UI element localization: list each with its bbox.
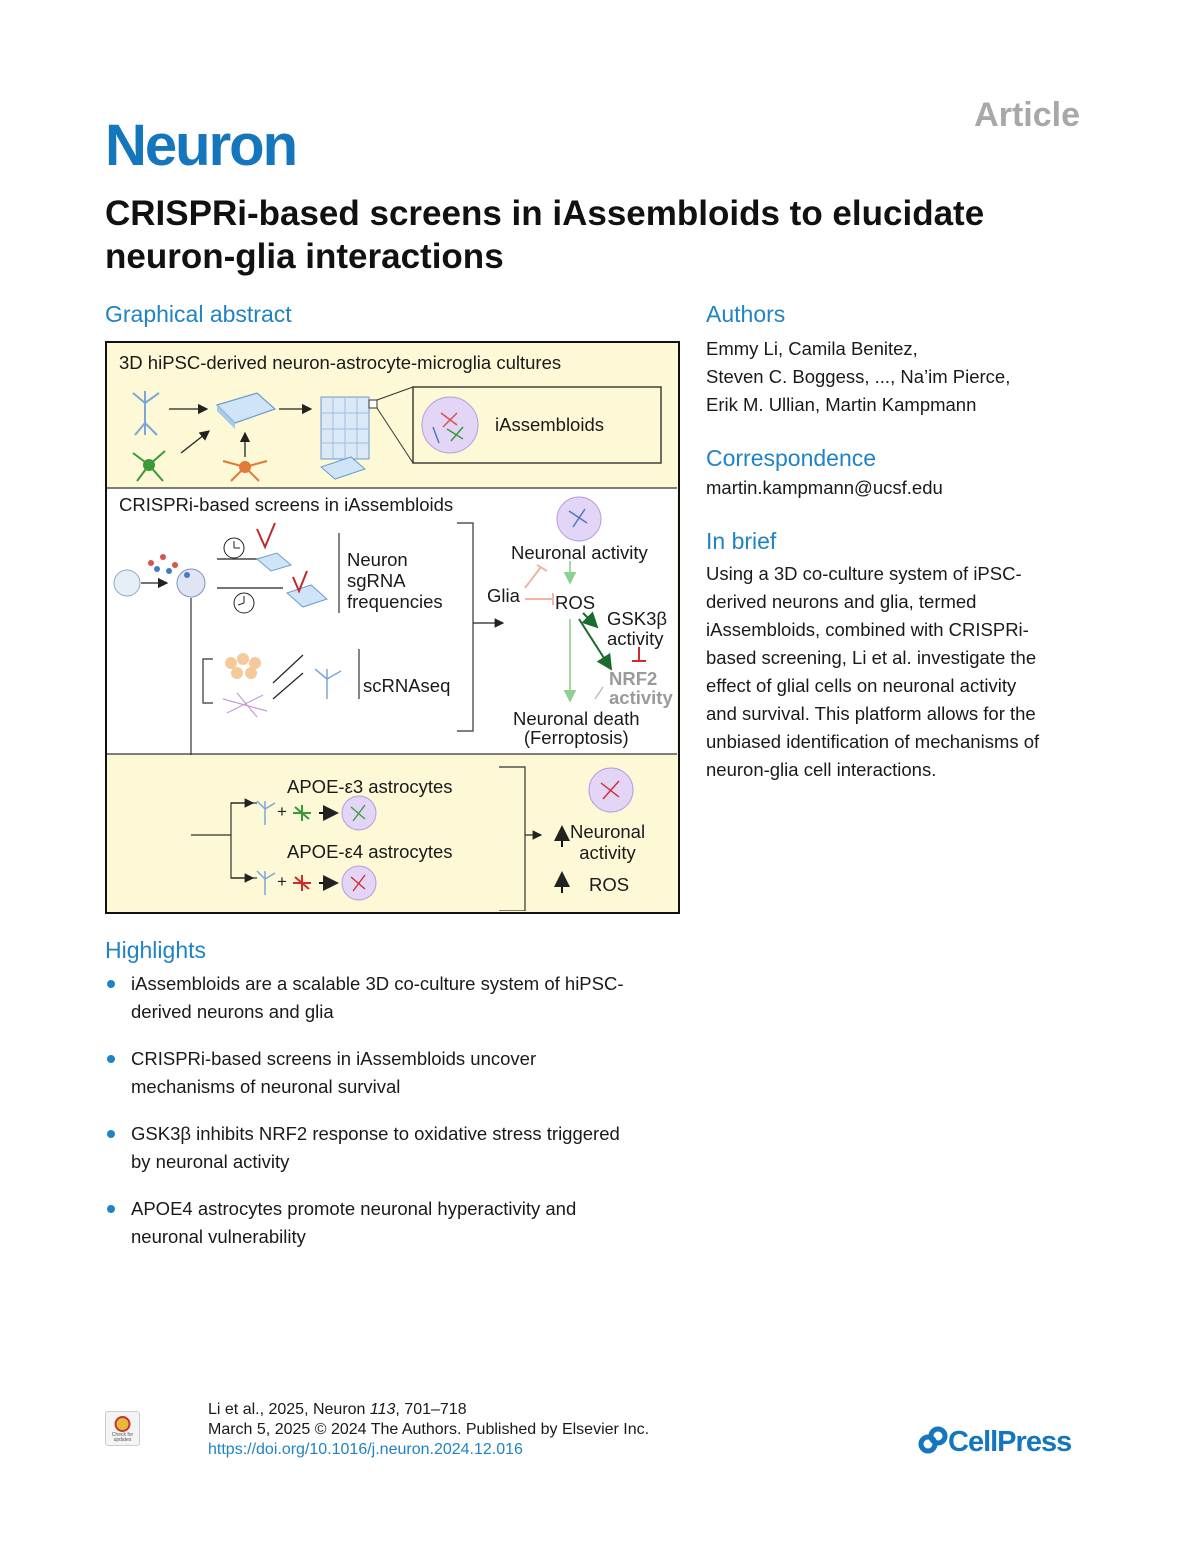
citation-volume: 113 xyxy=(369,1401,396,1418)
glia-network-icon xyxy=(222,692,268,718)
panel2-title: CRISPRi-based screens in iAssembloids xyxy=(119,494,454,515)
svg-text:+: + xyxy=(277,802,287,821)
highlights-heading: Highlights xyxy=(105,937,206,963)
clock-icon xyxy=(233,592,255,614)
apoe4-astrocyte-icon xyxy=(293,875,311,891)
authors-list: Emmy Li, Camila Benitez, Steven C. Bogge… xyxy=(706,338,1011,415)
gsk3b-activity-label: GSK3β activity xyxy=(607,608,667,649)
bullet-icon xyxy=(107,1205,115,1213)
neuron-icon xyxy=(132,391,160,436)
publication-date: March 5, 2025 © 2024 The Authors. Publis… xyxy=(208,1421,650,1438)
scrnaseq-label: scRNAseq xyxy=(363,675,451,696)
highlight-item: APOE4 astrocytes promote neuronal hypera… xyxy=(105,1195,695,1251)
iassembloid-sphere-icon xyxy=(421,396,479,454)
bullet-icon xyxy=(107,1055,115,1063)
article-type-label: Article xyxy=(974,96,1080,134)
update-icon xyxy=(114,1416,131,1432)
correspondence-email[interactable]: martin.kampmann@ucsf.edu xyxy=(706,477,943,498)
cellpress-logo: CellPress xyxy=(918,1426,1072,1459)
in-brief-heading: In brief xyxy=(706,528,777,554)
svg-text:+: + xyxy=(277,872,287,891)
neuron-icon xyxy=(256,870,276,895)
graphical-abstract-drawing: + + xyxy=(107,386,677,911)
highlight-item: CRISPRi-based screens in iAssembloids un… xyxy=(105,1045,695,1101)
clock-icon xyxy=(223,537,245,559)
ros-label: ROS xyxy=(555,592,596,613)
bullet-icon xyxy=(107,1130,115,1138)
check-for-updates-button[interactable]: Check for updates xyxy=(105,1411,140,1446)
microglia-icon xyxy=(132,450,166,482)
citation-footer: Li et al., 2025, Neuron 113, 701–718 Mar… xyxy=(208,1400,649,1460)
correspondence-heading: Correspondence xyxy=(706,445,877,471)
apoe4-label: APOE-ε4 astrocytes xyxy=(287,841,453,862)
bullet-icon xyxy=(107,980,115,988)
in-brief-text: Using a 3D co-culture system of iPSC- de… xyxy=(706,563,1040,780)
highlight-item: iAssembloids are a scalable 3D co-cultur… xyxy=(105,970,695,1026)
nrf2-activity-label: NRF2 activity xyxy=(609,668,673,708)
plate-grid-icon xyxy=(320,396,370,480)
citation-authors: Li et al., 2025, Neuron xyxy=(208,1401,370,1418)
iassembloids-label: iAssembloids xyxy=(495,414,604,435)
neuron-sgrna-label: Neuron sgRNA frequencies xyxy=(347,549,443,612)
check-for-updates-label: Check for updates xyxy=(111,1432,134,1443)
neuronal-activity-label: Neuronal activity xyxy=(511,542,648,563)
publisher-name: CellPress xyxy=(948,1426,1072,1458)
neuron-icon xyxy=(314,668,342,699)
neuron-cluster-icon xyxy=(225,653,261,679)
panel1-title: 3D hiPSC-derived neuron-astrocyte-microg… xyxy=(119,352,562,373)
neuronal-death-label: Neuronal death (Ferroptosis) xyxy=(513,708,640,748)
graphical-abstract: + + 3D hiPSC-derived neuron-astrocyte-mi… xyxy=(105,341,680,914)
neuron-icon xyxy=(256,800,276,825)
highlight-item: GSK3β inhibits NRF2 response to oxidativ… xyxy=(105,1120,695,1176)
citation-pages: , 701–718 xyxy=(395,1401,467,1418)
doi-link[interactable]: https://doi.org/10.1016/j.neuron.2024.12… xyxy=(208,1441,523,1458)
neuronal-activity-result: Neuronal activity xyxy=(570,821,646,863)
pooled-cells-icon xyxy=(176,568,206,598)
ros-result: ROS xyxy=(589,874,630,895)
glia-label: Glia xyxy=(487,585,520,606)
article-title: CRISPRi-based screens in iAssembloids to… xyxy=(105,194,985,276)
journal-logo: Neuron xyxy=(105,113,298,178)
apoe3-label: APOE-ε3 astrocytes xyxy=(287,776,453,797)
well-plate-icon xyxy=(215,392,277,429)
highlights-list: iAssembloids are a scalable 3D co-cultur… xyxy=(105,970,695,1270)
apoe3-astrocyte-icon xyxy=(293,805,311,821)
astrocyte-icon xyxy=(222,460,268,482)
cellpress-mark-icon xyxy=(918,1426,948,1454)
graphical-abstract-heading: Graphical abstract xyxy=(105,301,292,327)
authors-heading: Authors xyxy=(706,301,786,327)
